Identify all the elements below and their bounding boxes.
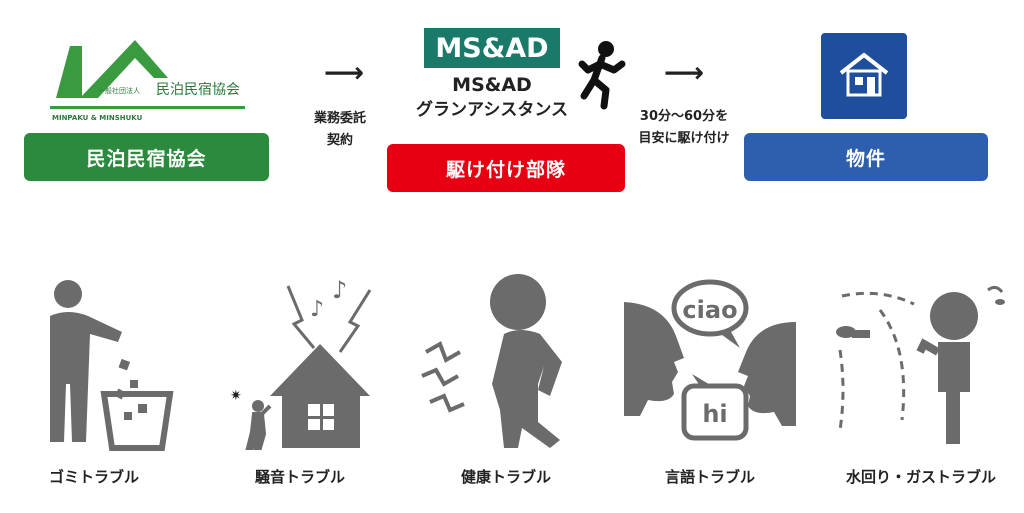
water-gas-trouble-icon <box>836 285 1005 444</box>
running-person-icon <box>578 41 626 110</box>
arrow-right-icon-2: ⟶ <box>664 56 705 89</box>
svg-text:♪: ♪ <box>310 297 324 322</box>
trouble-label-garbage: ゴミトラブル <box>48 468 139 486</box>
logo-name-text: 民泊民宿協会 <box>156 82 240 98</box>
contract-text: 業務委託 契約 <box>300 108 380 152</box>
msad-name-line2: グランアシスタンス <box>416 100 568 120</box>
trouble-label-noise: 騒音トラブル <box>254 468 345 486</box>
contract-text-line2: 契約 <box>326 133 353 148</box>
bubble-hi-text: hi <box>702 400 727 428</box>
association-logo: 一般社団法人 民泊民宿協会 MINPAKU & MINSHUKU <box>50 22 250 122</box>
association-label: 民泊民宿協会 <box>24 133 269 181</box>
arrival-time-line2: 目安に駆け付け <box>638 131 730 146</box>
trouble-label-water-gas: 水回り・ガストラブル <box>845 468 996 486</box>
msad-logo: MS&AD <box>424 28 560 68</box>
msad-name-line1: MS&AD <box>452 74 532 96</box>
language-trouble-icon: ciao hi <box>624 279 796 441</box>
arrival-time-line1: 30分〜60分を <box>639 109 729 124</box>
svg-text:✷: ✷ <box>230 388 242 404</box>
noise-trouble-icon: ♪ ♪ ✷ <box>230 276 372 450</box>
garbage-trouble-icon <box>50 280 174 451</box>
contract-text-line1: 業務委託 <box>313 111 366 126</box>
house-roof-logo-icon <box>50 40 245 109</box>
trouble-label-health: 健康トラブル <box>460 468 551 486</box>
property-label: 物件 <box>744 133 988 181</box>
arrival-time-text: 30分〜60分を 目安に駆け付け <box>622 106 746 150</box>
arrow-right-icon: ⟶ <box>324 56 365 89</box>
bubble-ciao-text: ciao <box>682 296 737 324</box>
logo-sub-text: MINPAKU & MINSHUKU <box>52 114 143 122</box>
house-icon <box>839 52 889 97</box>
svg-text:♪: ♪ <box>332 276 347 304</box>
rush-team-label: 駆け付け部隊 <box>387 144 625 192</box>
property-icon-tile <box>821 33 907 119</box>
logo-small-text: 一般社団法人 <box>98 87 140 95</box>
health-trouble-icon <box>421 274 562 448</box>
trouble-label-language: 言語トラブル <box>664 468 755 486</box>
